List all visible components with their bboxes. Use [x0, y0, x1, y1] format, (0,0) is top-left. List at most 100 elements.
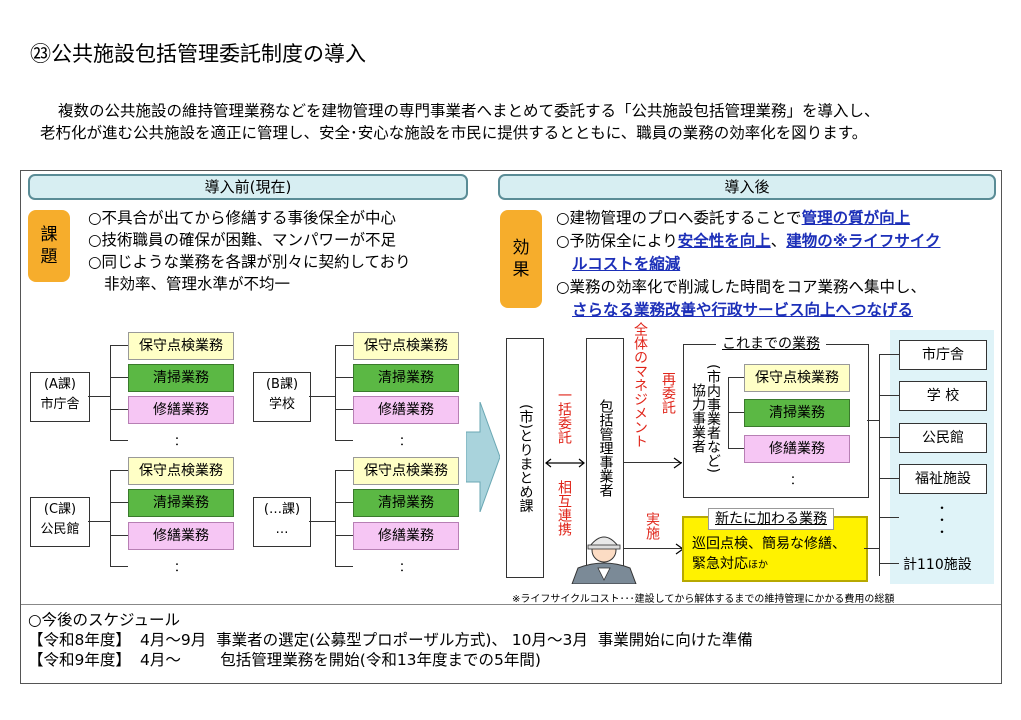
partners-note: (市内事業者など): [705, 363, 721, 473]
city-unit-box: (市)とりまとめ課: [506, 338, 544, 578]
implement-label: 実施: [644, 512, 660, 540]
connector: [879, 517, 899, 518]
connector: [867, 420, 879, 421]
effect-item: ○予防保全により安全性を向上、建物の※ライフサイク: [556, 230, 941, 253]
overall-management-label: 全体のマネジメント: [632, 322, 648, 448]
facilities-total: 計110施設: [903, 557, 972, 573]
task-cleaning: 清掃業務: [128, 489, 234, 517]
connector: [335, 345, 336, 440]
dept-facility: 学校: [268, 397, 295, 412]
effect-highlight: 建物の※ライフサイク: [786, 232, 941, 250]
effect-item: ルコストを縮減: [556, 253, 941, 276]
issue-item: ○不具合が出てから修繕する事後保全が中心: [88, 209, 397, 227]
task-maintenance: 保守点検業務: [128, 457, 234, 485]
effects-tag-1: 効: [512, 238, 530, 258]
task-repair: 修繕業務: [128, 396, 234, 424]
schedule-year: 【令和8年度】: [28, 631, 131, 649]
issue-item: ○同じような業務を各課が別々に契約しており: [88, 253, 411, 271]
task-cleaning: 清掃業務: [744, 399, 850, 427]
mutual-label: 相互連携: [556, 480, 572, 536]
connector: [110, 470, 128, 471]
connector: [309, 521, 335, 522]
connector: [879, 354, 899, 355]
issues-tag-1: 課: [40, 225, 58, 245]
effect-highlight: 安全性を向上: [677, 232, 771, 250]
effect-item: ○業務の効率化で削減した時間をコア業務へ集中し、: [556, 276, 941, 299]
connector: [110, 345, 111, 440]
schedule-section: ○今後のスケジュール 【令和8年度】 4月～9月 事業者の選定(公募型プロポーザル…: [28, 610, 753, 670]
dot: ・: [936, 501, 949, 515]
dept-facility: 公民館: [40, 522, 80, 537]
connector: [88, 396, 110, 397]
issues-tag-2: 題: [40, 247, 58, 267]
double-arrow-icon: [545, 458, 585, 468]
task-maintenance: 保守点検業務: [353, 457, 459, 485]
intro-line-2: 老朽化が進む公共施設を適正に管理し、安全･安心な施設を市民に提供するとともに、職…: [40, 124, 868, 142]
connector: [110, 502, 128, 503]
connector: [728, 448, 744, 449]
issue-item: 非効率、管理水準が不均一: [104, 275, 291, 293]
task-cleaning: 清掃業務: [353, 364, 459, 392]
contractor-box: 包括管理事業者: [586, 338, 624, 576]
connector: [335, 377, 353, 378]
connector: [879, 563, 899, 564]
after-header: 導入後: [498, 174, 996, 200]
issues-list: ○不具合が出てから修繕する事後保全が中心 ○技術職員の確保が困難、マンパワーが不…: [88, 207, 411, 295]
connector: [728, 412, 744, 413]
connector: [879, 354, 880, 576]
schedule-heading: ○今後のスケジュール: [28, 611, 180, 629]
connector: [110, 535, 128, 536]
dept-facility: 市庁舎: [40, 397, 80, 412]
task-repair: 修繕業務: [353, 522, 459, 550]
ellipsis: ：: [398, 434, 411, 448]
connector: [110, 377, 128, 378]
effect-highlight: ルコストを縮減: [572, 255, 681, 273]
schedule-text: 4月～9月 事業者の選定(公募型プロポーザル方式)、 10月～3月 事業開始に向…: [140, 631, 753, 649]
task-maintenance: 保守点検業務: [744, 364, 850, 392]
facilities-more-dots: ・ ・ ・: [936, 502, 948, 538]
schedule-text: 4月～ 包括管理業務を開始(令和13年度までの5年間): [140, 651, 541, 669]
connector: [309, 396, 335, 397]
dept-box-c: (C課) 公民館: [30, 497, 90, 547]
connector: [624, 462, 682, 463]
issues-tag: 課題: [28, 210, 70, 282]
connector: [335, 409, 353, 410]
effect-text: ○予防保全により: [556, 232, 678, 250]
dept-box-a: (A課) 市庁舎: [30, 372, 90, 422]
connector: [110, 470, 111, 566]
task-cleaning: 清掃業務: [128, 364, 234, 392]
effects-tag-2: 果: [512, 260, 530, 280]
connector: [728, 377, 744, 378]
dot: ・: [936, 513, 949, 527]
facilities-panel: [890, 330, 994, 584]
facility-box: 公民館: [899, 423, 987, 453]
dept-label: (A課): [43, 377, 77, 392]
connector: [624, 548, 684, 549]
task-repair: 修繕業務: [128, 522, 234, 550]
lump-sum-label: 一括委託: [556, 388, 572, 444]
partners-label: (市内事業者など)協力事業者: [690, 358, 721, 478]
connector: [335, 470, 336, 566]
new-task-line: 巡回点検、簡易な修繕、: [692, 536, 846, 552]
ellipsis: ：: [398, 560, 411, 574]
task-repair: 修繕業務: [744, 435, 850, 463]
recommission-label: 再委託: [660, 372, 676, 414]
connector: [879, 395, 899, 396]
contractor-label: 包括管理事業者: [597, 399, 614, 497]
main-frame: [20, 170, 1002, 684]
connector: [335, 440, 353, 441]
effect-item: ○建物管理のプロへ委託することで管理の質が向上: [556, 207, 941, 230]
facility-box: 市庁舎: [899, 340, 987, 370]
connector: [335, 502, 353, 503]
transition-arrow-icon: [466, 402, 500, 512]
facility-box: 学 校: [899, 381, 987, 411]
existing-tasks-label: これまでの業務: [716, 333, 826, 353]
task-maintenance: 保守点検業務: [353, 332, 459, 360]
dept-label: (…課): [263, 502, 301, 517]
connector: [879, 437, 899, 438]
task-cleaning: 清掃業務: [353, 489, 459, 517]
dept-box-other: (…課) …: [253, 497, 311, 547]
effect-text: ○建物管理のプロへ委託することで: [556, 209, 802, 227]
arrow-right-icon: [673, 457, 683, 469]
connector: [110, 345, 128, 346]
